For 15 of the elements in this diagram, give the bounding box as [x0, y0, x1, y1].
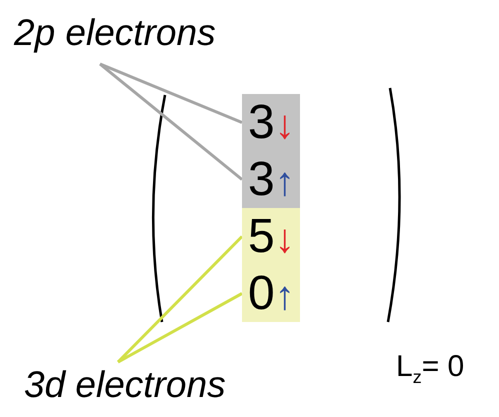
occupation-cell	[242, 151, 300, 208]
caption-text: 3d electrons	[24, 366, 304, 412]
caption-text: 2p electrons	[14, 14, 294, 60]
occupation-cell	[242, 265, 300, 322]
leader-line	[116, 235, 244, 364]
occupation-cell	[242, 94, 300, 151]
occupation-number: 5↓	[248, 212, 295, 260]
leader-line	[99, 62, 243, 181]
equation-text: L$_{z}$= 0	[396, 352, 464, 386]
occupation-cell	[242, 208, 300, 265]
occupation-number: 0↑	[248, 270, 295, 318]
occupation-number: 3↑	[248, 156, 295, 204]
leader-line	[117, 292, 243, 364]
occupation-number: 3↓	[248, 98, 295, 146]
leader-line	[99, 62, 243, 124]
